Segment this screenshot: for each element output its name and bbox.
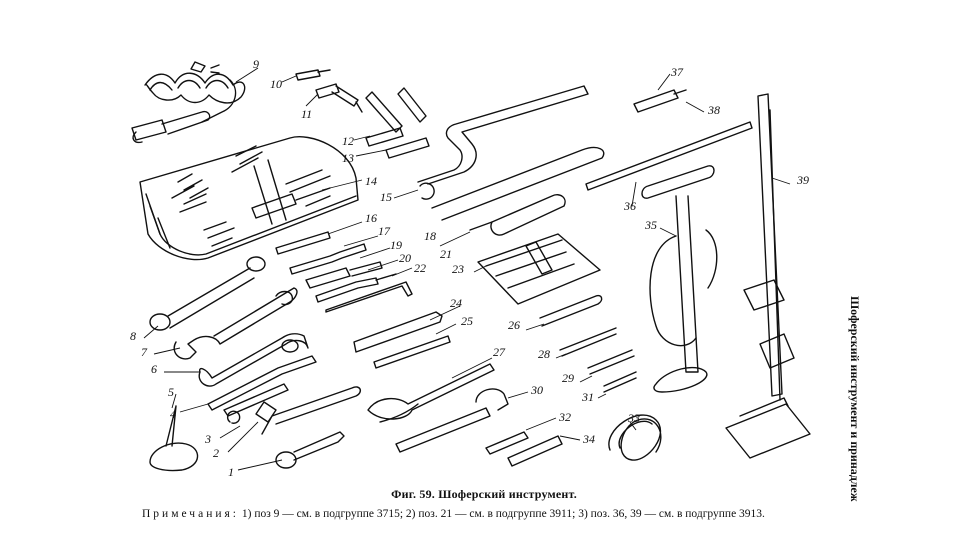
callout-39: 39 xyxy=(796,173,809,187)
callout-29: 29 xyxy=(562,371,574,385)
callout-2: 2 xyxy=(213,446,219,460)
callout-14: 14 xyxy=(365,174,377,188)
callout-34: 34 xyxy=(582,432,595,446)
spark-plug-drawing xyxy=(633,89,687,113)
callout-11: 11 xyxy=(301,107,312,121)
socket-spanners-drawing xyxy=(365,87,430,159)
ring-spanner-drawing xyxy=(149,256,266,331)
callout-17: 17 xyxy=(378,224,391,238)
callout-9: 9 xyxy=(253,57,259,71)
screwdriver-pliers-drawing xyxy=(207,355,317,424)
callout-24: 24 xyxy=(450,296,462,310)
callout-3: 3 xyxy=(204,432,211,446)
callout-22: 22 xyxy=(414,261,426,275)
callout-12: 12 xyxy=(342,134,354,148)
callout-18: 18 xyxy=(424,229,436,243)
callout-35: 35 xyxy=(644,218,657,232)
callout-36: 36 xyxy=(623,199,636,213)
coil-spring-drawing xyxy=(608,414,662,461)
hammer-drawing xyxy=(255,386,362,435)
box-spanner-drawing xyxy=(198,333,309,387)
callout-15: 15 xyxy=(380,190,392,204)
callout-10: 10 xyxy=(270,77,282,91)
note-label: Примечания: xyxy=(142,508,239,520)
callout-25: 25 xyxy=(461,314,473,328)
callout-32: 32 xyxy=(558,410,571,424)
tyre-pump-drawing xyxy=(641,165,718,393)
callout-5: 5 xyxy=(168,385,174,399)
callout-30: 30 xyxy=(530,383,543,397)
pliers-wrench-drawing xyxy=(367,363,509,453)
screwdrivers-drawing xyxy=(275,231,397,303)
drift-and-rod-drawing xyxy=(353,311,451,369)
figure-caption: Фиг. 59. Шоферский инструмент. xyxy=(391,487,577,501)
callout-33: 33 xyxy=(627,411,640,425)
long-spanner-drawing xyxy=(275,431,345,469)
callout-26: 26 xyxy=(508,318,520,332)
jack-handle-drawing xyxy=(585,121,753,191)
crank-handle-drawing xyxy=(417,85,605,221)
callout-31: 31 xyxy=(581,390,594,404)
callout-37: 37 xyxy=(670,65,684,79)
callout-16: 16 xyxy=(365,211,377,225)
document-wallet-drawing xyxy=(477,233,601,305)
callout-23: 23 xyxy=(452,262,464,276)
callout-21: 21 xyxy=(440,247,452,261)
open-spanner-drawing xyxy=(173,287,298,360)
side-running-title: Шоферский инструмент и принадлеж xyxy=(848,296,862,502)
figure-note: Примечания: 1) поз 9 — см. в подгруппе 3… xyxy=(142,508,765,520)
note-text: 1) поз 9 — см. в подгруппе 3715; 2) поз.… xyxy=(241,508,765,520)
screw-jack-drawing xyxy=(725,93,811,459)
callout-38: 38 xyxy=(707,103,720,117)
callout-19: 19 xyxy=(390,238,402,252)
callout-4: 4 xyxy=(170,407,176,421)
oil-can-drawing xyxy=(149,405,199,472)
leader-lines xyxy=(143,67,791,471)
small-spanners-drawing xyxy=(539,294,637,393)
callout-8: 8 xyxy=(130,329,136,343)
callout-6: 6 xyxy=(151,362,157,376)
callout-27: 27 xyxy=(493,345,506,359)
tube-file-drawing xyxy=(485,431,563,467)
callout-labels: 1 2 3 4 5 6 7 8 9 10 11 12 13 14 15 16 1… xyxy=(130,57,809,479)
callout-13: 13 xyxy=(342,151,354,165)
callout-7: 7 xyxy=(141,345,148,359)
callout-20: 20 xyxy=(399,251,411,265)
lead-lamp-drawing xyxy=(131,61,246,144)
grease-gun-drawing xyxy=(325,194,566,313)
callout-28: 28 xyxy=(538,347,550,361)
box-wrench-drawing xyxy=(295,69,363,113)
callout-1: 1 xyxy=(228,465,234,479)
tool-bag-drawing xyxy=(139,136,359,261)
